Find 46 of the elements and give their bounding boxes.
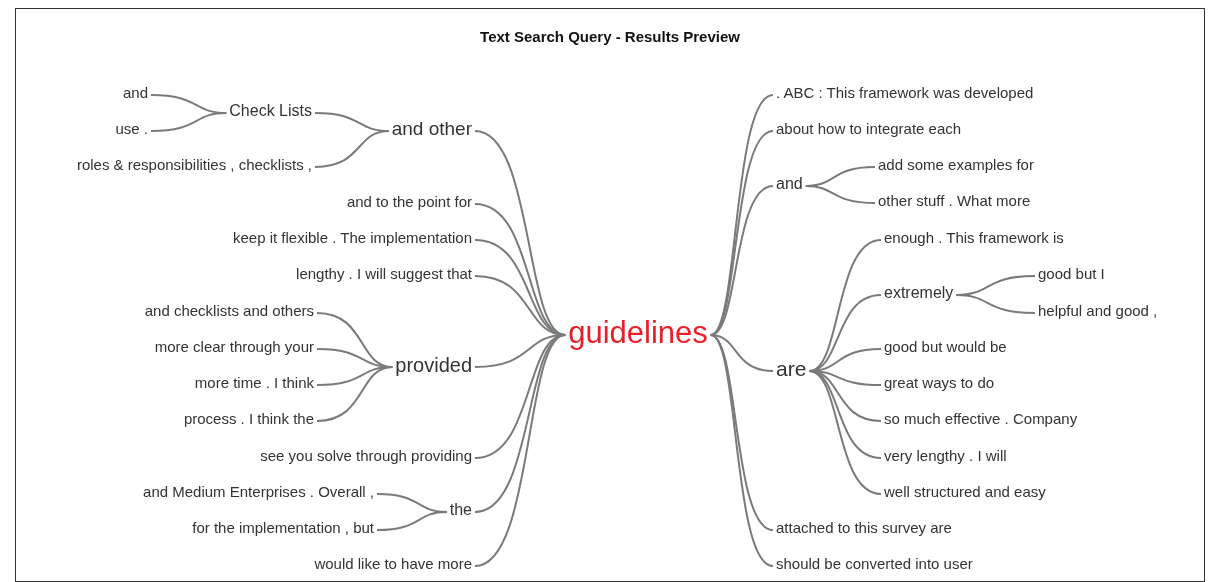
word-tree-phrase: add some examples for (875, 156, 1037, 174)
branch-line (376, 511, 448, 531)
branch-line (314, 130, 390, 168)
word-tree-phrase: should be converted into user (773, 555, 976, 573)
word-tree-phrase: more clear through your (151, 338, 317, 356)
word-tree-phrase: process . I think the (180, 410, 317, 428)
word-tree-phrase: other stuff . What more (875, 192, 1034, 210)
word-tree-phrase: lengthy . I will suggest that (293, 265, 475, 283)
word-tree-phrase: are (773, 356, 810, 382)
root-word: guidelines (565, 314, 711, 352)
branch-line (709, 334, 774, 567)
word-tree-phrase: and (773, 174, 806, 194)
word-tree-phrase: good but I (1035, 265, 1108, 283)
branch-line (955, 294, 1036, 314)
word-tree-phrase: helpful and good , (1035, 302, 1161, 320)
word-tree-phrase: extremely (881, 283, 957, 303)
word-tree-phrase: would like to have more (311, 555, 475, 573)
word-tree-phrase: roles & responsibilities , checklists , (73, 156, 315, 174)
word-tree-phrase: good but would be (881, 338, 1010, 356)
word-tree-phrase: Check Lists (226, 101, 315, 121)
word-tree-phrase: attached to this survey are (773, 519, 955, 537)
word-tree-phrase: and (119, 84, 151, 102)
word-tree-phrase: very lengthy . I will (881, 447, 1010, 465)
word-tree-phrase: see you solve through providing (257, 447, 475, 465)
word-tree-phrase: more time . I think (191, 374, 317, 392)
branch-line (804, 185, 876, 204)
word-tree-phrase: keep it flexible . The implementation (229, 229, 475, 247)
title: Text Search Query - Results Preview (479, 28, 741, 45)
word-tree-phrase: well structured and easy (881, 483, 1049, 501)
branch-line (150, 112, 228, 132)
branch-line (316, 366, 394, 422)
branch-line (474, 334, 567, 567)
word-tree-phrase: great ways to do (881, 374, 998, 392)
word-tree-phrase: and to the point for (343, 193, 475, 211)
word-tree-phrase: use . (112, 120, 151, 138)
word-tree-phrase: and other (388, 117, 475, 141)
word-tree-phrase: provided (392, 353, 475, 377)
word-tree-phrase: and Medium Enterprises . Overall , (140, 483, 377, 501)
word-tree-phrase: enough . This framework is (881, 229, 1067, 247)
word-tree-phrase: the (446, 500, 475, 520)
word-tree-phrase: . ABC : This framework was developed (773, 84, 1037, 102)
word-tree-phrase: so much effective . Company (881, 410, 1081, 428)
word-tree-phrase: for the implementation , but (189, 519, 377, 537)
word-tree-phrase: and checklists and others (141, 302, 317, 320)
word-tree-phrase: about how to integrate each (773, 120, 965, 138)
branch-line (808, 370, 882, 495)
